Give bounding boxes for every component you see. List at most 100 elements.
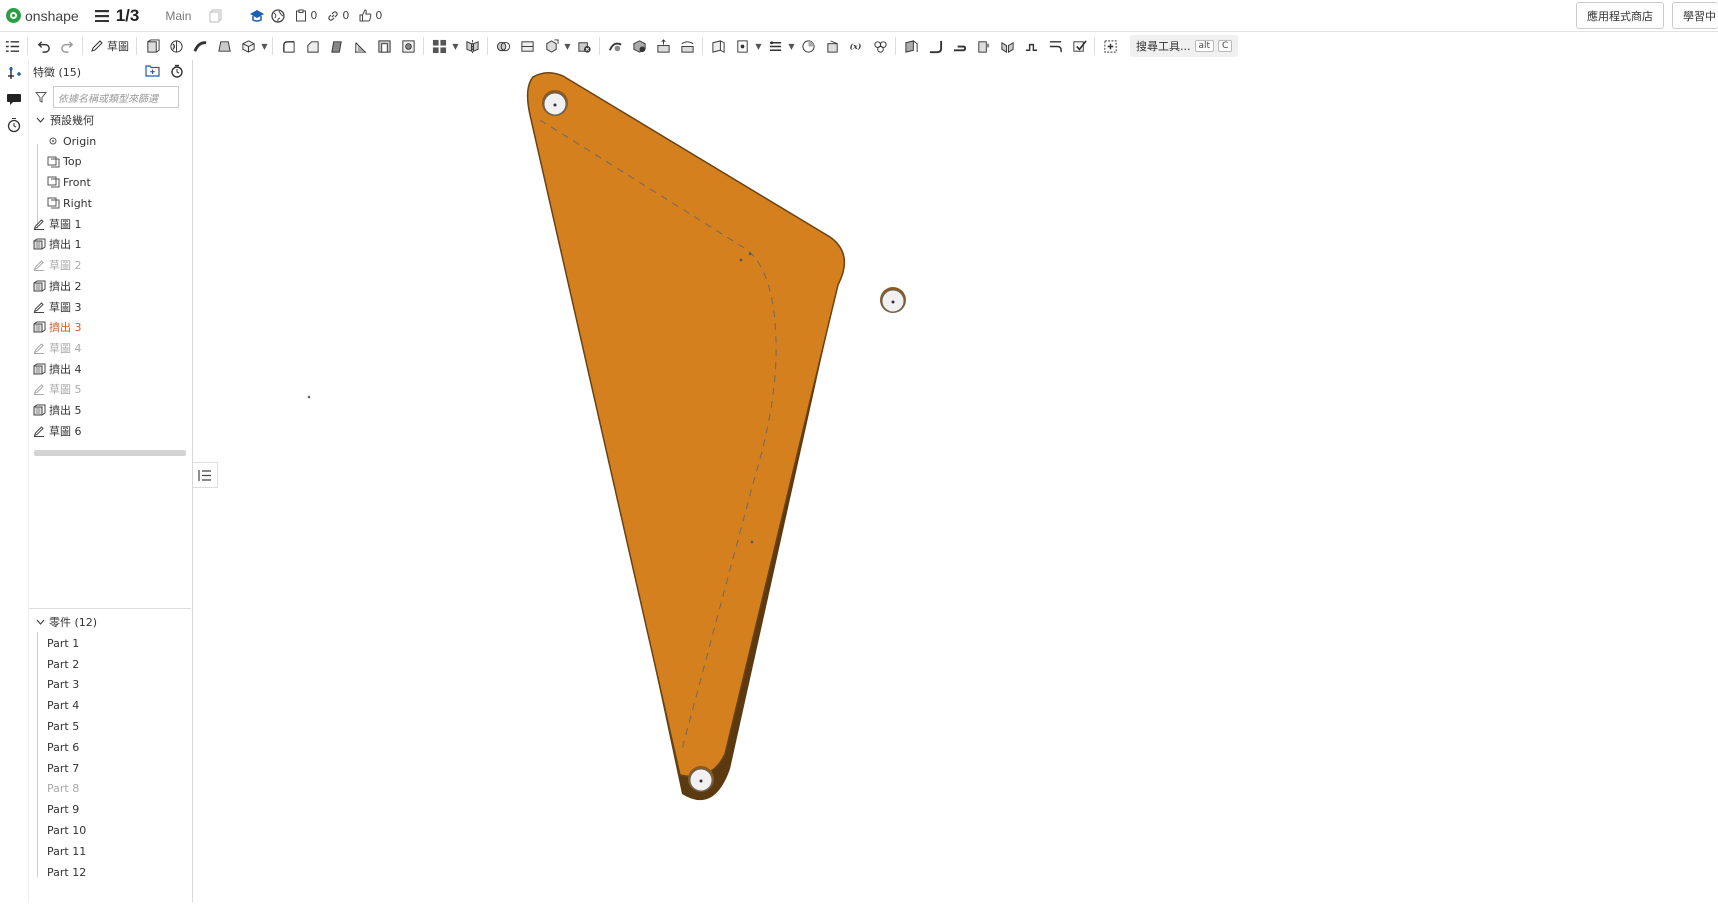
graphics-viewport[interactable]	[194, 60, 1718, 902]
chevron-down-icon[interactable]: ▼	[452, 41, 459, 51]
section-view-icon[interactable]	[820, 35, 844, 57]
plane-icon[interactable]	[706, 35, 730, 57]
part-item[interactable]: Part 6	[29, 737, 193, 758]
part-item[interactable]: Part 11	[29, 841, 193, 862]
mounting-hole[interactable]	[688, 766, 714, 792]
feature-item[interactable]: 草圖 5	[29, 379, 192, 400]
sweep-icon[interactable]	[188, 35, 212, 57]
part-item[interactable]: Part 8	[29, 779, 193, 800]
feature-item[interactable]: 草圖 4	[29, 338, 192, 359]
onshape-logo[interactable]: onshape	[6, 8, 79, 24]
form-icon[interactable]	[1019, 35, 1043, 57]
default-geometry-folder[interactable]: 預設幾何	[29, 110, 192, 131]
links-stat[interactable]: 0	[327, 9, 349, 22]
tab-icon[interactable]	[971, 35, 995, 57]
bend-icon[interactable]	[995, 35, 1019, 57]
filter-icon[interactable]	[34, 88, 48, 107]
rollback-timer-icon[interactable]	[170, 64, 184, 81]
variable-icon[interactable]: (x)	[844, 35, 868, 57]
hem-icon[interactable]	[947, 35, 971, 57]
delete-part-icon[interactable]	[572, 35, 596, 57]
feature-item[interactable]: Front	[29, 172, 192, 193]
app-store-button[interactable]: 應用程式商店	[1576, 2, 1664, 29]
hole-icon[interactable]	[396, 35, 420, 57]
thicken-icon[interactable]	[236, 35, 260, 57]
insert-feature-icon[interactable]	[0, 60, 28, 86]
mirror-icon[interactable]	[460, 35, 484, 57]
chamfer-icon[interactable]	[300, 35, 324, 57]
chevron-down-icon[interactable]: ▼	[261, 41, 268, 51]
feature-item[interactable]: Origin	[29, 131, 192, 152]
mounting-hole[interactable]	[542, 90, 568, 116]
part-item[interactable]: Part 9	[29, 799, 193, 820]
split-icon[interactable]	[515, 35, 539, 57]
document-menu[interactable]: 1/3	[94, 5, 140, 26]
shell-icon[interactable]	[372, 35, 396, 57]
copies-stat[interactable]: 0	[295, 9, 317, 22]
modify-fillet-icon[interactable]	[603, 35, 627, 57]
part-item[interactable]: Part 5	[29, 716, 193, 737]
delete-face-icon[interactable]	[627, 35, 651, 57]
part-item[interactable]: Part 1	[29, 633, 193, 654]
feature-list-toggle-icon[interactable]	[0, 35, 24, 57]
version-history-icon[interactable]	[0, 112, 28, 138]
parts-folder[interactable]: 零件 (12)	[29, 612, 193, 632]
chevron-down-icon[interactable]	[33, 113, 47, 127]
sheet-metal-icon[interactable]	[899, 35, 923, 57]
feature-item[interactable]: 草圖 2	[29, 255, 192, 276]
rib-icon[interactable]	[348, 35, 372, 57]
variable-table-icon[interactable]	[763, 35, 787, 57]
feature-item[interactable]: 擠出 2	[29, 276, 192, 297]
feature-list-scrollbar[interactable]	[34, 450, 186, 456]
revolve-icon[interactable]	[164, 35, 188, 57]
part-item[interactable]: Part 7	[29, 758, 193, 779]
feature-item[interactable]: 擠出 4	[29, 358, 192, 379]
add-folder-icon[interactable]	[145, 64, 160, 81]
chevron-down-icon[interactable]: ▼	[564, 41, 571, 51]
comments-icon[interactable]	[0, 86, 28, 112]
extrude-icon[interactable]	[140, 35, 164, 57]
corner-relief-icon[interactable]	[1043, 35, 1067, 57]
part-item[interactable]: Part 10	[29, 820, 193, 841]
triangular-plate-part[interactable]	[526, 72, 846, 801]
move-face-icon[interactable]	[651, 35, 675, 57]
feature-item[interactable]: Top	[29, 151, 192, 172]
hamburger-menu-icon[interactable]	[94, 9, 109, 22]
pattern-icon[interactable]	[427, 35, 451, 57]
feature-filter-input[interactable]: 依據名稱或類型來篩選	[53, 86, 179, 108]
globe-icon[interactable]	[271, 8, 286, 23]
mate-connector-icon[interactable]	[730, 35, 754, 57]
feature-item[interactable]: 草圖 6	[29, 420, 192, 441]
draft-icon[interactable]	[324, 35, 348, 57]
undo-icon[interactable]	[31, 35, 55, 57]
redo-icon[interactable]	[55, 35, 79, 57]
search-tools-button[interactable]: 搜尋工具... alt C	[1130, 35, 1239, 57]
chevron-down-icon[interactable]: ▼	[788, 41, 795, 51]
chevron-down-icon[interactable]	[33, 619, 47, 625]
add-custom-feature-icon[interactable]	[1098, 35, 1122, 57]
feature-item[interactable]: 擠出 5	[29, 400, 192, 421]
feature-item[interactable]: 草圖 3	[29, 296, 192, 317]
sketch-button[interactable]: 草圖	[86, 38, 133, 54]
loft-icon[interactable]	[212, 35, 236, 57]
composite-part-icon[interactable]	[868, 35, 892, 57]
learning-button[interactable]: 學習中	[1672, 2, 1718, 29]
document-title[interactable]: 1/3	[115, 5, 140, 25]
chevron-down-icon[interactable]: ▼	[755, 41, 762, 51]
part-item[interactable]: Part 3	[29, 675, 193, 696]
feature-item[interactable]: 擠出 3	[29, 317, 192, 338]
boolean-icon[interactable]	[491, 35, 515, 57]
flange-icon[interactable]	[923, 35, 947, 57]
learning-center-icon[interactable]	[249, 9, 265, 23]
feature-item[interactable]: 擠出 1	[29, 234, 192, 255]
branch-name[interactable]: Main	[165, 8, 192, 23]
fillet-icon[interactable]	[276, 35, 300, 57]
likes-stat[interactable]: 0	[359, 9, 382, 22]
mounting-hole[interactable]	[880, 287, 906, 313]
finish-sheet-metal-icon[interactable]	[1067, 35, 1091, 57]
replace-face-icon[interactable]	[675, 35, 699, 57]
part-item[interactable]: Part 12	[29, 862, 193, 883]
measure-icon[interactable]	[796, 35, 820, 57]
collapse-panel-button[interactable]	[193, 462, 218, 488]
part-item[interactable]: Part 4	[29, 695, 193, 716]
